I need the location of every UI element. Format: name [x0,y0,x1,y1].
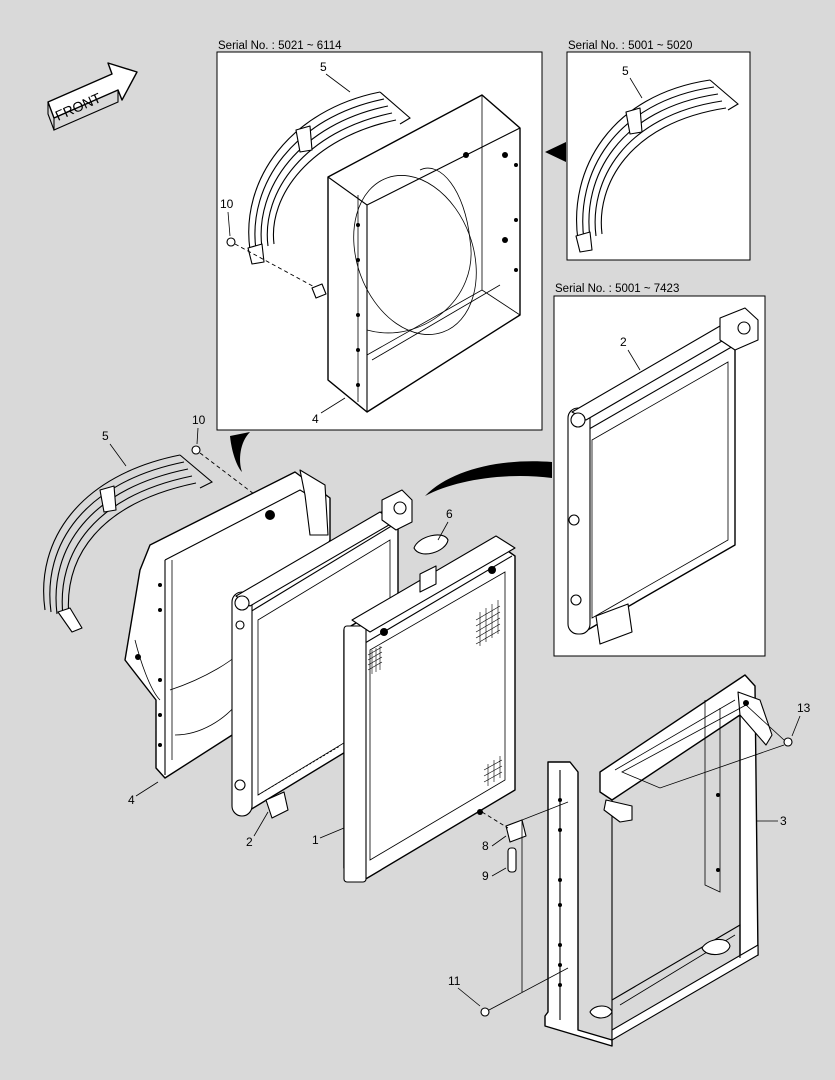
main-bolt-13 [621,704,793,789]
radiator-core-mesh [367,600,503,786]
inset-2-callout-5: 5 [622,64,629,78]
main-callout-2: 2 [246,835,253,849]
main-callout-13: 13 [797,701,811,715]
main-drain-cock [481,811,527,843]
inset-1-serial: Serial No. : 5021 ~ 6114 [218,40,342,52]
main-shroud-cover [43,454,213,633]
main-callout-8: 8 [482,839,489,853]
inset-3-callout-2: 2 [620,335,627,349]
main-callout-6: 6 [446,507,453,521]
front-arrow: FRONT [47,62,138,131]
main-callout-10: 10 [192,413,206,427]
inset-2-serial: Serial No. : 5001 ~ 5020 [568,40,692,52]
inset-3-serial: Serial No. : 5001 ~ 7423 [555,283,679,295]
inset-box-2: Serial No. : 5001 ~ 5020 5 [545,40,751,261]
main-drain-hose [507,847,517,873]
main-callout-1: 1 [312,833,319,847]
main-bracket [544,674,773,1047]
inset-1-callout-5: 5 [320,60,327,74]
main-bolt-11 [480,801,569,1017]
inset-1-bolt-10 [226,237,327,299]
inset-1-callout-4: 4 [312,412,319,426]
main-callout-4: 4 [128,793,135,807]
main-fan-shroud [124,469,331,779]
inset-1-pointer [230,432,250,472]
inset-2-shroud-cover [575,79,739,253]
main-callout-9: 9 [482,869,489,883]
inset-1-shroud-cover [247,91,411,265]
inset-3-pointer [425,461,552,496]
main-callout-11: 11 [448,974,461,988]
inset-3-oil-cooler [567,307,759,645]
inset-box-3: Serial No. : 5001 ~ 7423 2 [553,283,766,657]
main-radiator [343,534,516,883]
main-callout-5: 5 [102,429,109,443]
main-callout-3: 3 [780,814,787,828]
inset-1-callout-10: 10 [220,197,234,211]
inset-box-1: Serial No. : 5021 ~ 6114 [216,40,543,431]
inset-1-shroud-bolts [356,152,518,387]
